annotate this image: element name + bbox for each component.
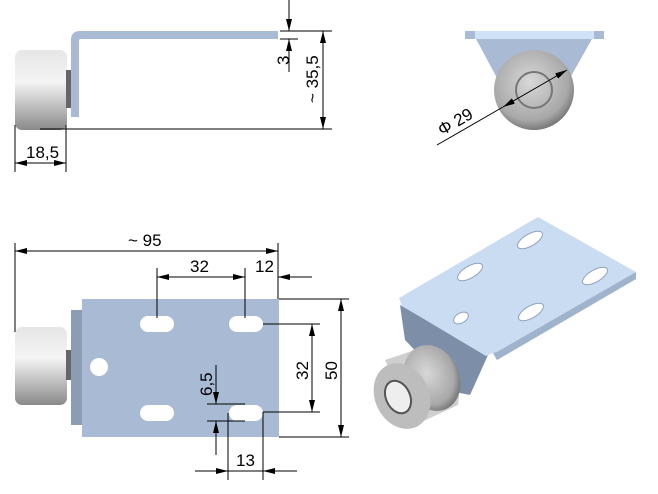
slot (140, 405, 174, 421)
slot (140, 316, 174, 332)
isometric-view (373, 217, 636, 429)
slot (229, 405, 263, 421)
dim-overall-length: ~ 95 (128, 231, 162, 250)
dim-hole-spacing-x: 32 (190, 257, 209, 276)
roller (15, 327, 67, 405)
roller-hub (66, 70, 72, 108)
slot (229, 316, 263, 332)
dim-slot-width: 6,5 (197, 372, 216, 396)
bracket-flange (400, 305, 488, 395)
round-hole (90, 358, 108, 376)
front-view: Φ 29 (435, 31, 604, 146)
bracket-profile (71, 31, 278, 117)
dim-edge-offset: 12 (255, 257, 274, 276)
dim-height: ~ 35,5 (303, 55, 322, 103)
dim-hole-spacing-y: 32 (293, 361, 312, 380)
side-view: 3 ~ 35,5 18,5 (14, 0, 332, 172)
dim-slot-length: 13 (236, 451, 255, 470)
dim-roller-width: 18,5 (26, 143, 59, 162)
dim-plate-width: 50 (322, 361, 341, 380)
top-view: ~ 95 32 12 50 32 6,5 13 (14, 231, 349, 480)
wheel (494, 50, 574, 130)
dim-thickness: 3 (274, 56, 293, 65)
roller (15, 50, 67, 130)
